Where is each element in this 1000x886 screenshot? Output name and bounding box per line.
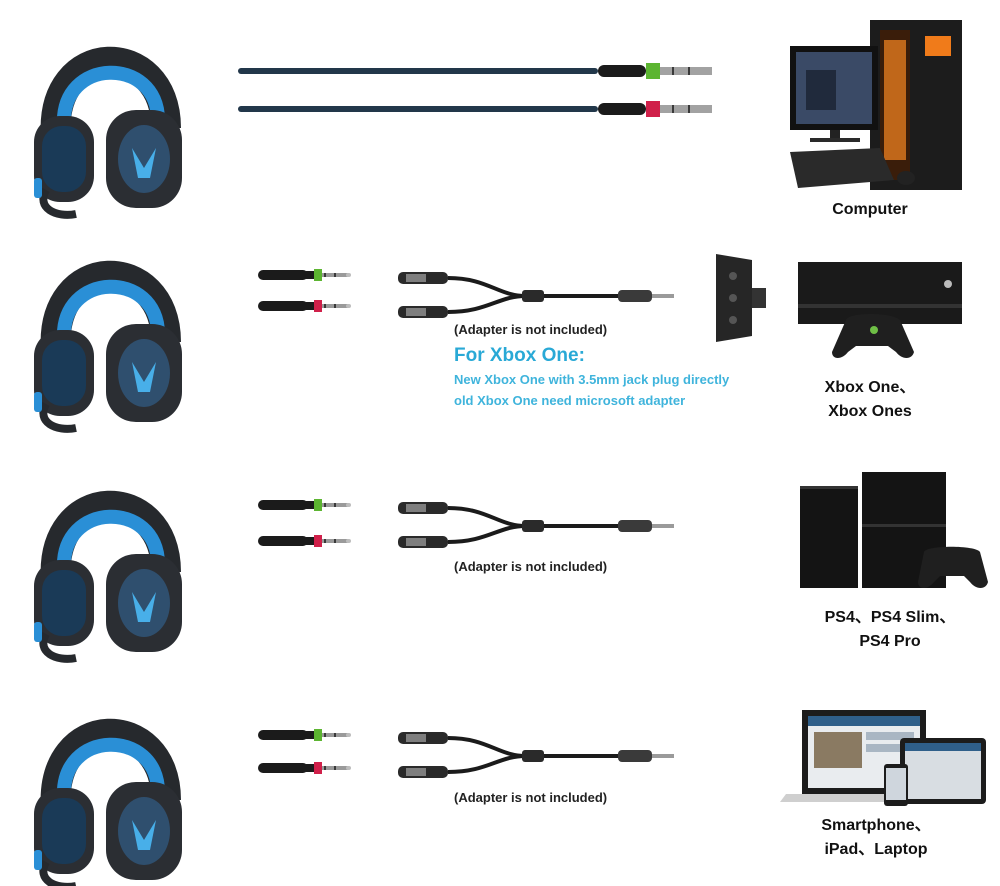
device-label-xbox: Xbox One、 Xbox Ones	[760, 376, 980, 424]
mobile-devices-icon	[780, 710, 986, 806]
xbox-stereo-adapter-icon	[716, 254, 766, 342]
device-label-line: Xbox Ones	[828, 403, 912, 420]
device-label-line: iPad、Laptop	[824, 841, 928, 858]
headset-icon	[34, 734, 182, 886]
audio-cable-icon	[238, 63, 712, 79]
computer-icon	[790, 20, 962, 190]
audio-cable-icon	[238, 101, 712, 117]
headset-icon	[34, 506, 182, 659]
adapter-note: (Adapter is not included)	[454, 322, 608, 337]
y-splitter-icon	[396, 500, 676, 550]
xbox-info-title: For Xbox One:	[454, 345, 585, 366]
device-label-ps4: PS4、PS4 Slim、 PS4 Pro	[780, 606, 1000, 654]
ps4-console-icon	[800, 472, 988, 588]
audio-cable-icon	[258, 269, 351, 312]
adapter-note: (Adapter is not included)	[454, 790, 608, 805]
device-label-mobile: Smartphone、 iPad、Laptop	[766, 814, 986, 862]
audio-cable-icon	[258, 729, 351, 774]
y-splitter-icon	[396, 270, 676, 320]
device-label-computer: Computer	[832, 201, 908, 218]
headset-icon	[34, 276, 182, 429]
device-label-line: PS4 Pro	[859, 633, 921, 650]
device-label-line: Xbox One、	[824, 379, 916, 396]
adapter-note: (Adapter is not included)	[454, 559, 608, 574]
xbox-info-description: New Xbox One with 3.5mm jack plug direct…	[454, 372, 730, 408]
audio-cable-icon	[258, 499, 351, 547]
xbox-console-icon	[798, 262, 962, 358]
device-label-line: Smartphone、	[821, 817, 931, 834]
device-label-line: PS4、PS4 Slim、	[824, 609, 956, 626]
y-splitter-icon	[396, 730, 676, 780]
headset-icon	[34, 62, 182, 215]
